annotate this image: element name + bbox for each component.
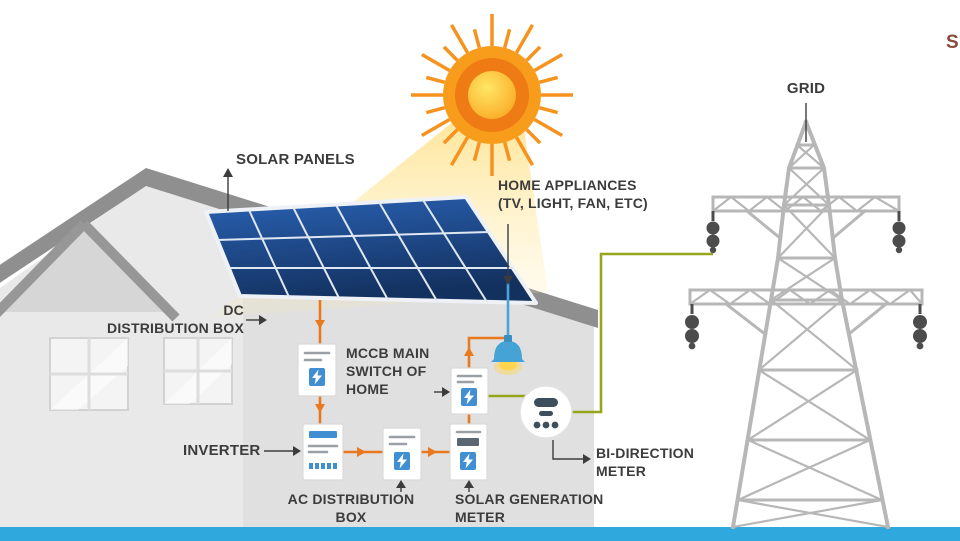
lamp-shade (491, 341, 525, 362)
leader-bidirection-meter (552, 440, 583, 460)
flow-arrow-right (428, 447, 437, 457)
lightning-bolt-icon (461, 388, 477, 406)
flow-arrow-down (315, 320, 325, 329)
label-mccb-line1: MCCB MAIN (346, 345, 430, 361)
pendant-lamp-icon (491, 283, 525, 375)
dc-distribution-box (297, 343, 337, 397)
label-solar-generation-meter: SOLAR GENERATION METER (455, 490, 603, 526)
lightning-bolt-icon (394, 452, 410, 470)
insulator-string (913, 304, 927, 350)
label-mccb-line2: SWITCH OF (346, 363, 427, 379)
edge-watermark: S (946, 32, 959, 53)
label-bi-direction-meter: BI-DIRECTION METER (596, 444, 694, 480)
tower-upper-crossarm (711, 195, 901, 241)
label-mccb-line3: HOME (346, 381, 389, 397)
label-dc-distribution-box: DC DISTRIBUTION BOX (88, 301, 244, 337)
gable-wall (0, 226, 170, 312)
mccb-main-switch-box (450, 367, 489, 415)
inverter-display (309, 431, 337, 438)
panel-grid (216, 199, 513, 303)
label-home-appliances: HOME APPLIANCES (TV, LIGHT, FAN, ETC) (498, 176, 648, 212)
lightning-bolt-icon (309, 368, 325, 386)
wire-bidirection-meter-to-grid (572, 252, 713, 414)
label-bimeter-line2: METER (596, 463, 646, 479)
meter-display (457, 438, 479, 446)
inverter-terminals (309, 463, 337, 469)
bi-direction-meter (519, 385, 573, 439)
wire-mccb-to-appliances (467, 336, 506, 368)
label-ac-line2: BOX (335, 509, 367, 525)
inverter-box (302, 423, 344, 481)
insulator-string (892, 211, 906, 254)
gable-roof-left (0, 220, 88, 317)
solar-panel (204, 195, 538, 305)
roof-left-slope (0, 168, 146, 283)
label-ac-distribution-box: AC DISTRIBUTION BOX (272, 490, 430, 526)
gable-roof-right (80, 220, 180, 322)
label-home-appliances-line2: (TV, LIGHT, FAN, ETC) (498, 195, 648, 211)
lamp-cap (504, 335, 512, 342)
flow-arrow-up (464, 347, 474, 356)
solar-generation-meter-box (449, 423, 488, 481)
label-ac-line1: AC DISTRIBUTION (287, 491, 415, 507)
ac-distribution-box (382, 427, 422, 481)
label-inverter: INVERTER (183, 442, 261, 459)
label-mccb-main-switch: MCCB MAIN SWITCH OF HOME (346, 344, 429, 398)
sun-core (468, 71, 516, 119)
transmission-tower-icon (688, 119, 924, 530)
flow-arrow-down (315, 404, 325, 413)
label-solar-panels: SOLAR PANELS (236, 151, 355, 168)
label-grid: GRID (786, 80, 826, 97)
window (49, 337, 129, 411)
lightning-bolt-icon (460, 452, 476, 470)
insulator-string (685, 304, 699, 350)
label-dc-line2: DISTRIBUTION BOX (107, 320, 244, 336)
bi-direction-meter-icon (534, 398, 558, 407)
label-home-appliances-line1: HOME APPLIANCES (498, 177, 637, 193)
leader-lines (223, 103, 807, 492)
tower-lower-crossarm (688, 288, 924, 337)
ground-bar (0, 527, 960, 541)
wiring (315, 252, 713, 457)
lamp-bulb (499, 359, 517, 371)
flow-arrow-right (357, 447, 366, 457)
label-gen-line2: METER (455, 509, 505, 525)
label-bimeter-line1: BI-DIRECTION (596, 445, 695, 461)
tower-bracing (731, 166, 890, 529)
window (163, 337, 233, 405)
label-gen-line1: SOLAR GENERATION (455, 491, 604, 507)
insulator-string (706, 211, 720, 254)
label-dc-line1: DC (223, 302, 244, 318)
